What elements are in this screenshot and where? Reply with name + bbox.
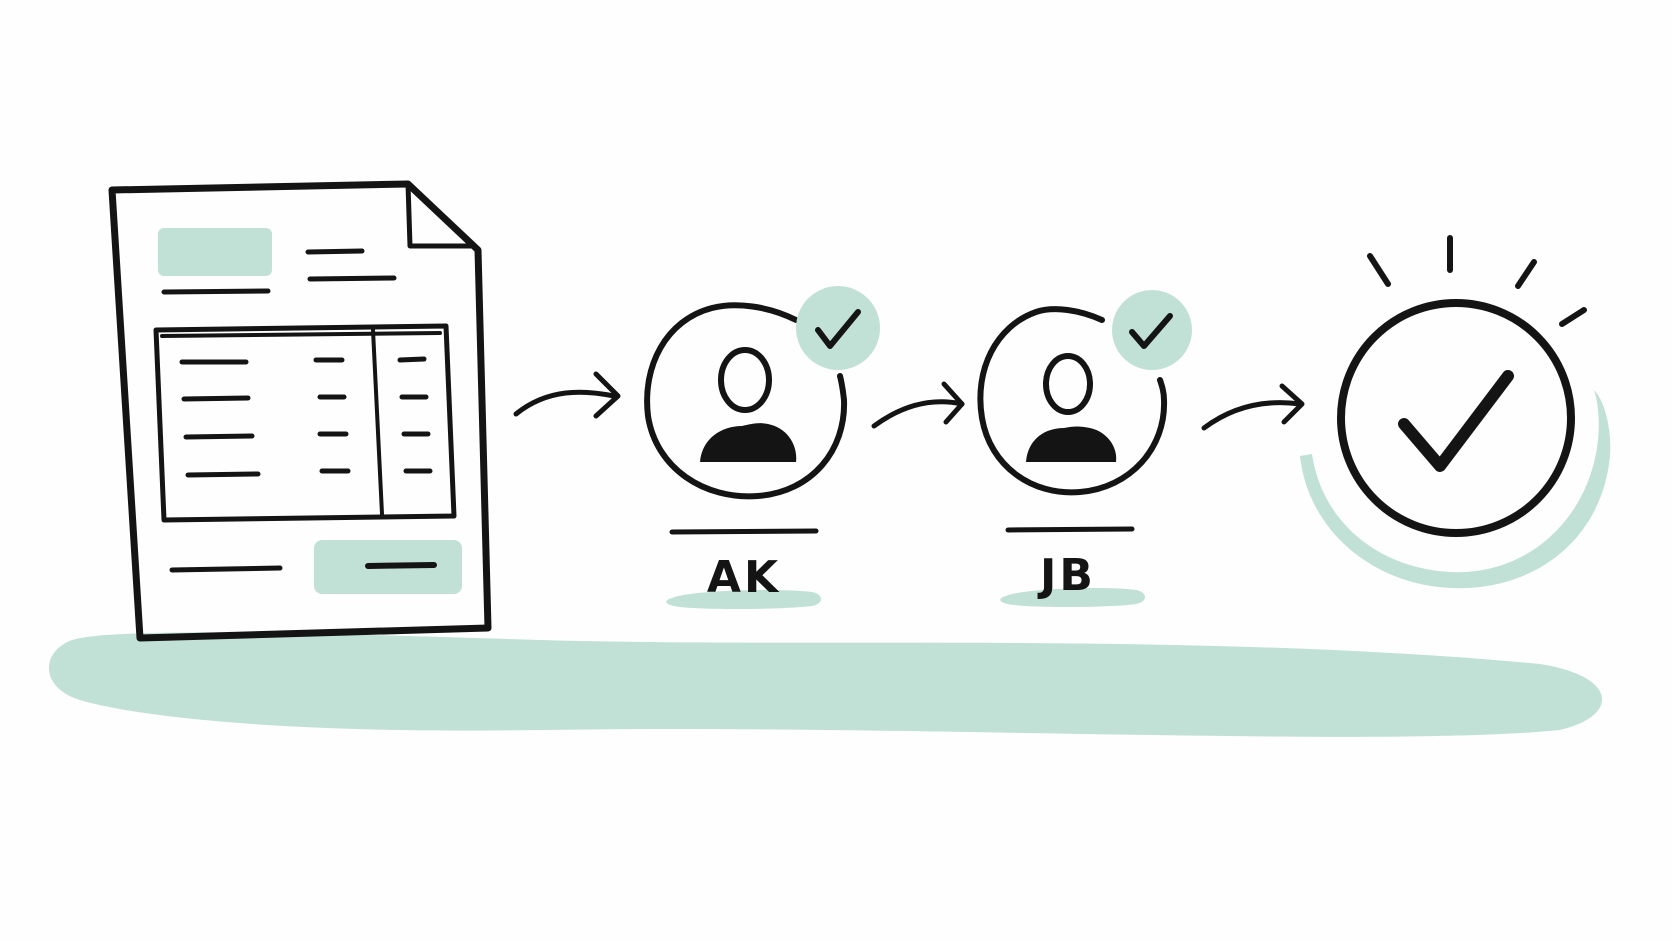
arrow-right-icon <box>1201 383 1305 431</box>
ground-shadow <box>48 632 1603 737</box>
approver-initials: AK <box>707 552 781 603</box>
approver-ak: AK <box>644 286 880 609</box>
doc-table <box>153 323 457 523</box>
check-badge-icon <box>1112 290 1192 370</box>
glow-arc <box>1300 390 1611 589</box>
approver-initials: JB <box>1037 550 1096 601</box>
arrow-right-icon <box>513 371 621 419</box>
person-icon <box>1026 353 1117 462</box>
document-table-icon <box>108 180 492 642</box>
person-icon <box>700 347 797 462</box>
large-check-circle-icon <box>1300 235 1611 589</box>
check-badge-icon <box>796 286 880 370</box>
doc-header-block <box>158 228 272 276</box>
person-body <box>700 423 797 462</box>
initials-underline <box>1000 588 1145 607</box>
person-body <box>1026 426 1117 462</box>
initials-underline <box>666 590 821 609</box>
arrow-right-icon <box>871 381 965 429</box>
approver-jb: JB <box>977 290 1192 607</box>
